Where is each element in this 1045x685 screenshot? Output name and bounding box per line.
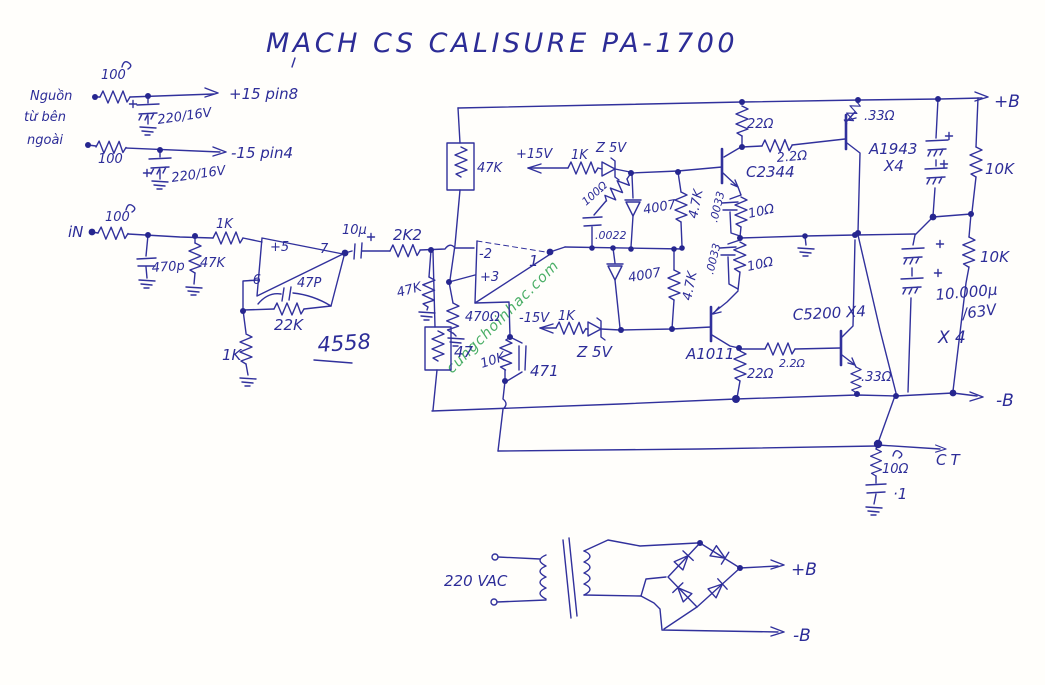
psu-note-line2: từ bên [24,110,66,125]
gnd-1k-label: 1K [222,346,243,364]
22ohm-bot-label: 22Ω [747,367,774,382]
cap-bank-qty: X 4 [937,328,966,348]
psu-cap2-label: 220/16V [170,163,227,186]
47k-shunt-label: 47K [395,280,425,301]
plus15v-label: +15V [516,147,553,162]
psu-out-neg-label: -15 pin4 [231,144,293,162]
100ohm-label: 100Ω [579,178,610,208]
opamp2-pin3: +3 [480,270,499,285]
bias-neg-1k-label: 1K [558,309,576,324]
psu-note-line3: ngoài [27,133,63,148]
c5200-label: C5200 X4 [792,302,866,324]
bridge-minusB-label: -B [793,626,811,646]
471-cap-label: 471 [530,362,559,380]
ct-label: CT [936,451,964,469]
a1943-label: A1943 [868,140,917,158]
mains-voltage-label: 220 VAC [444,572,508,590]
psu-note-line1: Nguồn [30,89,72,104]
470-label: 470Ω [465,310,500,325]
opamp2-pin2: -2 [479,247,492,262]
a1943-qty-label: X4 [883,157,904,175]
ct-10ohm-label: 10Ω [882,462,909,477]
input-cap-label: 470p [151,259,185,276]
opamp1-pin5: +5 [270,240,289,255]
psu-cap1-label: 220/16V [156,105,213,128]
zener-pos-label: Z 5V [595,141,627,156]
opamp1-pin7: 7 [320,242,329,257]
33ohm-bot-label: .33Ω [861,370,892,385]
bias-pos-1k-label: 1K [571,148,589,163]
couple-cap-label: 10µ [342,223,367,238]
47k-box-label: 47K [477,161,504,176]
10ohm-2-label: 10Ω [746,255,775,275]
psu-resistor2-label: 100 [98,152,123,167]
schematic-title: MACH CS CALISURE PA-1700 [266,28,738,59]
zener-neg-label: Z 5V [576,343,614,361]
psu-resistor1-label: 100 [101,68,126,83]
mains-section-wiring [490,537,785,637]
input-label: iN [68,223,83,241]
47k-bias-bot-label: 4.7K [680,269,701,302]
47-box-label: 47 [454,343,474,361]
c2344-label: C2344 [746,163,795,181]
opamp2-pin1: 1 [529,252,539,270]
psu-out-pos-label: +15 pin8 [229,85,298,103]
10k-lower-label: 10K [980,248,1010,266]
0022-cap-label: .0022 [595,229,627,242]
4007a-label: 4007 [642,197,678,218]
0033-2-label: .0033 [703,242,723,276]
cap-bank-voltage: /63V [959,300,999,323]
22ohm-top-label: 22Ω [747,117,774,132]
10k-upper-label: 10K [985,160,1015,178]
driver-negative-wiring [709,290,841,399]
cap-bank-wiring [900,97,983,393]
input-1k-label: 1K [216,217,234,232]
opamp1-pin6: -6 [248,273,261,288]
zobel-wiring [865,444,947,516]
10ohm-1-label: 10Ω [747,202,776,222]
minusB-rail-label: -B [996,391,1014,411]
33ohm-top-label: .33Ω [864,109,895,124]
bridge-plusB-label: +B [791,560,817,580]
2k2-label: 2K2 [393,226,422,244]
feedback-cap-label: 47P [297,276,322,291]
input-resistor-label: 100 [105,210,130,225]
input-shunt-label: 47K [200,256,227,271]
2r2-top-label: 2.2Ω [776,148,808,166]
0033-1-label: .0033 [707,190,727,224]
ct-cap-label: ·1 [893,485,907,503]
second-stage-wiring [344,101,877,452]
cap-bank-value: 10.000µ [935,281,998,304]
output-positive-wiring [741,91,989,444]
junction-dots [85,93,974,571]
minus15v-label: -15V [519,311,550,326]
opamp-ic-label: 4558 [317,329,372,357]
a1011-label: A1011 [685,345,734,363]
title-tick [291,57,296,68]
2r2-bot-label: 2.2Ω [779,357,805,370]
feedback-res-label: 22K [274,316,304,334]
47k-bias-top-label: 4.7K [686,187,707,220]
plusB-rail-label: +B [994,92,1020,112]
4007b-label: 4007 [627,265,663,286]
